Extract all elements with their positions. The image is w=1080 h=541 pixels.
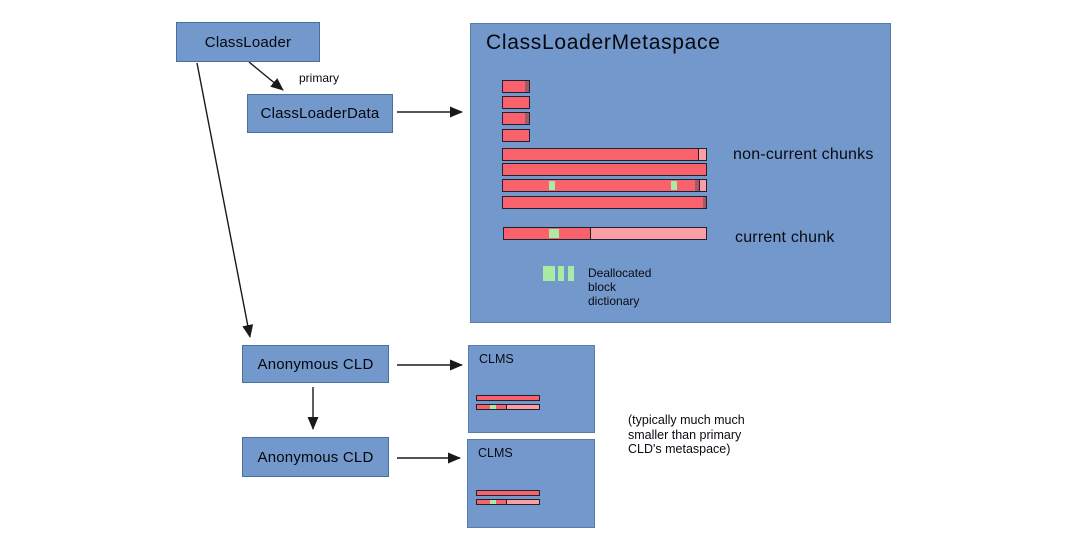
clms-panel-2 — [467, 439, 595, 528]
chunk-used-sliver — [695, 180, 699, 191]
arrow-classloader-to-classloaderdata — [248, 61, 284, 91]
deallocated-block — [490, 500, 496, 504]
noncurrent-chunk-1 — [502, 148, 707, 161]
legend-line-1: Deallocated — [588, 266, 652, 280]
clms-panel-1 — [468, 345, 595, 433]
noncurrent-chunk-4 — [502, 196, 707, 209]
noncurrent-chunk-2 — [502, 163, 707, 176]
deallocated-block — [490, 405, 496, 409]
chunk-free-segment — [699, 180, 706, 191]
classloader-box: ClassLoader — [176, 22, 320, 62]
chunk-used-sliver — [525, 113, 529, 124]
primary-edge-label: primary — [299, 71, 340, 85]
deallocated-block — [671, 181, 677, 190]
chunk-used-segment — [504, 228, 591, 239]
legend-green-block — [568, 266, 574, 281]
small-chunk-2 — [502, 96, 530, 109]
small-chunk-4 — [502, 129, 530, 142]
current-chunk — [503, 227, 707, 240]
deallocated-block — [549, 181, 555, 190]
small-chunk-1 — [502, 80, 530, 93]
legend-green-block — [558, 266, 564, 281]
note-line-1: (typically much much — [628, 413, 745, 427]
classloadermetaspace-title: ClassLoaderMetaspace — [486, 31, 721, 54]
legend-line-2: block — [588, 280, 617, 294]
clms-title-2: CLMS — [478, 446, 513, 460]
current-chunk-label: current chunk — [735, 229, 835, 246]
anonymous-cld-box-2: Anonymous CLD — [242, 437, 389, 477]
note-text: (typically much much smaller than primar… — [628, 413, 745, 457]
chunk-free-segment — [698, 149, 706, 160]
clms2-chunk-1 — [476, 490, 540, 496]
anonymous-cld-label-1: Anonymous CLD — [257, 355, 374, 373]
noncurrent-chunk-3 — [502, 179, 707, 192]
anonymous-cld-box-1: Anonymous CLD — [242, 345, 389, 383]
deallocated-block — [549, 229, 559, 238]
small-chunk-3 — [502, 112, 530, 125]
classloaderdata-label: ClassLoaderData — [260, 105, 380, 122]
anonymous-cld-label-2: Anonymous CLD — [257, 448, 374, 466]
legend-green-block — [543, 266, 555, 281]
chunk-used-sliver — [703, 197, 706, 208]
note-line-2: smaller than primary — [628, 427, 742, 442]
classloaderdata-box: ClassLoaderData — [247, 94, 393, 133]
clms1-chunk-2 — [476, 404, 540, 410]
arrow-classloader-to-anonymous-cld — [196, 62, 254, 338]
classloader-label: ClassLoader — [204, 33, 292, 51]
note-line-3: CLD's metaspace) — [628, 442, 731, 456]
legend-line-3: dictionary — [588, 294, 640, 308]
noncurrent-chunks-label: non-current chunks — [733, 146, 874, 163]
legend-text: Deallocated block dictionary — [588, 266, 651, 308]
clms-title-1: CLMS — [479, 352, 514, 366]
clms2-chunk-2 — [476, 499, 540, 505]
chunk-used-sliver — [525, 81, 529, 92]
clms1-chunk-1 — [476, 395, 540, 401]
